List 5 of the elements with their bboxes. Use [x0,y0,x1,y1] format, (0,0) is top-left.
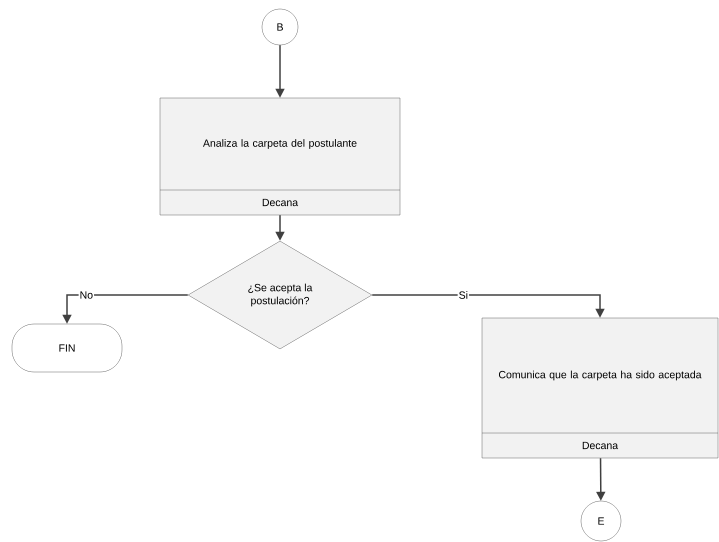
process-box: Analiza la carpeta del postulante Decana [160,98,400,216]
edge-label: No [80,291,93,299]
process-box: Comunica que la carpeta ha sido aceptada Decana [482,318,718,458]
edge-label: Si [459,291,468,299]
terminal-box: FIN [12,324,122,372]
